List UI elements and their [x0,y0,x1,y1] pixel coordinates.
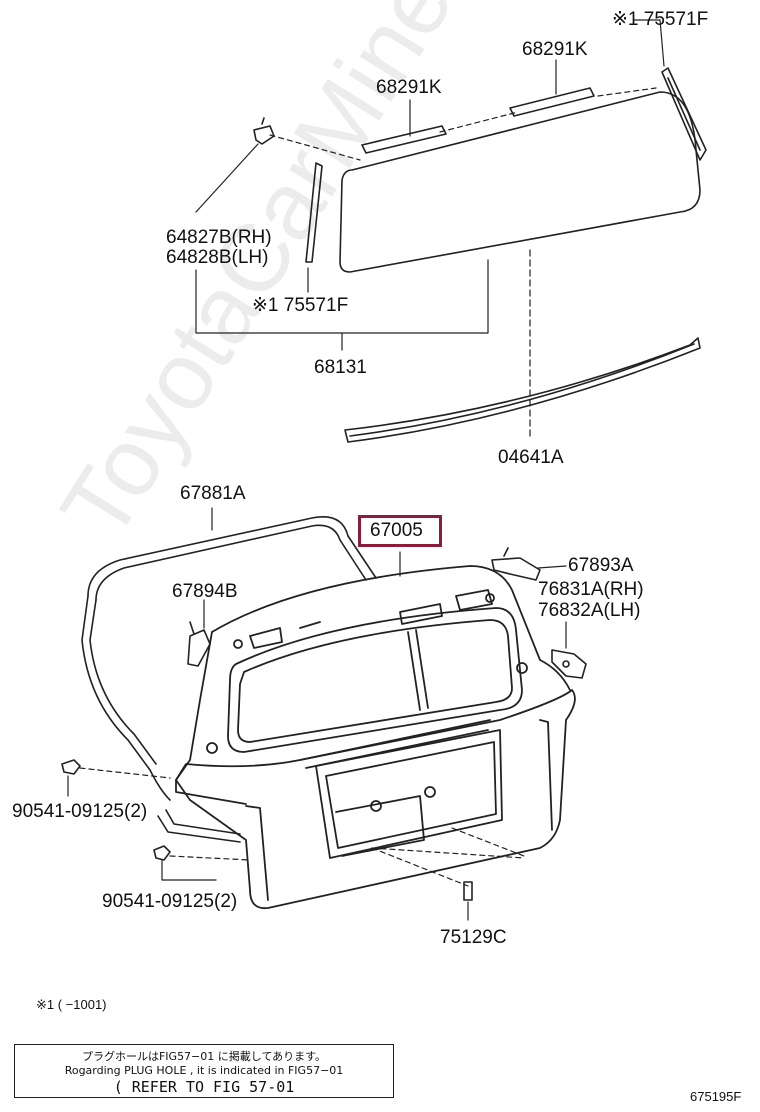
label-04641a: 04641A [498,447,564,468]
bracket-67894b [187,621,211,667]
label-76832a: 76832A(LH) [538,600,641,621]
label-68131: 68131 [314,357,367,378]
molding-75571f-top [661,67,707,161]
label-90541-upper: 90541-09125(2) [12,801,148,822]
label-75571f-left: ※1 75571F [252,295,349,316]
label-68291k-right: 68291K [522,39,588,60]
label-68291k-left: 68291K [376,77,442,98]
note-line-refer[interactable]: ( REFER TO FIG 57-01 [113,1078,295,1096]
note-line-japanese: プラグホールはFIG57−01 に掲載してあります。 [81,1050,327,1063]
molding-68291k-left [361,125,447,154]
highlight-box-67005 [358,515,442,547]
hinge-67893a [491,547,541,581]
figure-number: 675195F [690,1089,742,1104]
label-67881a: 67881A [180,483,246,504]
label-75571f-top: ※1 75571F [612,9,709,30]
molding-68291k-right [509,87,595,117]
label-64827b: 64827B(RH) [166,227,272,248]
glass-dash-1 [439,111,519,133]
label-67894b: 67894B [172,581,238,602]
bolt-upper [61,759,81,775]
back-door-panel [175,565,576,910]
bolt-lower [153,845,171,861]
molding-04641a [344,337,701,443]
label-64828b: 64828B(LH) [166,247,269,268]
molding-75571f-left [305,162,323,263]
note-box: プラグホールはFIG57−01 に掲載してあります。 Rogarding PLU… [14,1044,394,1098]
hinge-76831a [551,649,587,679]
note-line-english: Rogarding PLUG HOLE , it is indicated in… [64,1064,344,1077]
back-window-glass [339,91,701,273]
label-90541-lower: 90541-09125(2) [102,891,238,912]
clip-64827b [253,117,275,145]
label-75129c: 75129C [440,927,507,948]
weatherstrip-67881a [81,516,377,843]
label-76831a: 76831A(RH) [538,579,644,600]
clip-75129c [463,881,473,901]
label-67005[interactable]: 67005 [370,520,423,541]
footnote: ※1 ( −1001) [36,997,107,1012]
glass-dash-2 [597,87,657,97]
label-67893a: 67893A [568,555,634,576]
